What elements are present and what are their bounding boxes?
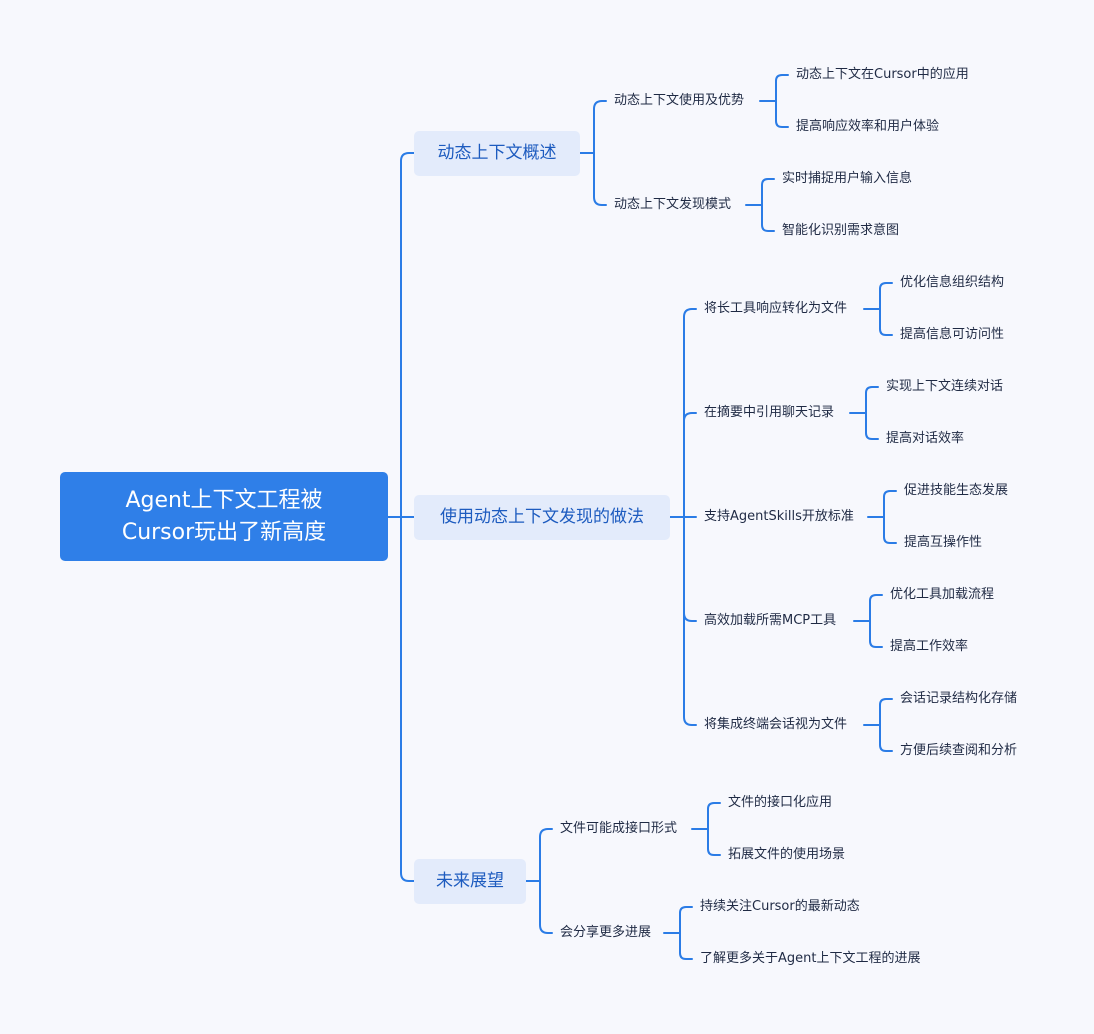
leaf-node[interactable]: 动态上下文在Cursor中的应用 <box>796 67 969 82</box>
root-node[interactable]: Agent上下文工程被 Cursor玩出了新高度 <box>60 472 388 561</box>
sub-node[interactable]: 动态上下文发现模式 <box>614 197 732 212</box>
leaf-node[interactable]: 智能化识别需求意图 <box>782 223 900 238</box>
leaf-node[interactable]: 拓展文件的使用场景 <box>728 847 846 862</box>
leaf-node[interactable]: 优化工具加载流程 <box>890 587 995 602</box>
branch-node-overview[interactable]: 动态上下文概述 <box>414 131 580 176</box>
leaf-node[interactable]: 优化信息组织结构 <box>900 275 1005 290</box>
sub-node[interactable]: 动态上下文使用及优势 <box>614 93 745 108</box>
sub-node[interactable]: 会分享更多进展 <box>560 925 652 940</box>
sub-connector <box>759 74 789 128</box>
leaf-node[interactable]: 提高互操作性 <box>904 535 983 550</box>
sub-connector <box>745 178 775 232</box>
sub-node[interactable]: 将集成终端会话视为文件 <box>704 717 848 732</box>
branch-node-outlook[interactable]: 未来展望 <box>414 859 526 904</box>
sub-node[interactable]: 在摘要中引用聊天记录 <box>704 405 835 420</box>
outlook-connector <box>525 828 553 934</box>
leaf-node[interactable]: 文件的接口化应用 <box>728 795 833 810</box>
sub-connector <box>853 594 883 648</box>
root-title-line-2: Cursor玩出了新高度 <box>121 519 327 545</box>
branch-node-practices[interactable]: 使用动态上下文发现的做法 <box>414 495 670 540</box>
sub-node[interactable]: 文件可能成接口形式 <box>560 821 678 836</box>
overview-connector <box>579 100 607 206</box>
leaf-node[interactable]: 提高信息可访问性 <box>900 327 1005 342</box>
sub-connector <box>691 802 721 856</box>
leaf-node[interactable]: 提高对话效率 <box>886 431 965 446</box>
leaf-node[interactable]: 了解更多关于Agent上下文工程的进展 <box>700 951 921 966</box>
leaf-node[interactable]: 提高工作效率 <box>890 639 969 654</box>
sub-connector <box>867 490 897 544</box>
leaf-node[interactable]: 提高响应效率和用户体验 <box>796 119 940 134</box>
leaf-node[interactable]: 实时捕捉用户输入信息 <box>782 171 913 186</box>
leaf-node[interactable]: 实现上下文连续对话 <box>886 379 1004 394</box>
leaf-node[interactable]: 持续关注Cursor的最新动态 <box>700 899 860 914</box>
sub-connector <box>849 386 879 440</box>
sub-node[interactable]: 将长工具响应转化为文件 <box>704 301 848 316</box>
sub-node[interactable]: 支持AgentSkills开放标准 <box>704 509 854 524</box>
branch-label: 使用动态上下文发现的做法 <box>440 507 644 527</box>
sub-node[interactable]: 高效加载所需MCP工具 <box>704 613 837 628</box>
sub-connector <box>863 282 893 336</box>
root-title-line-1: Agent上下文工程被 <box>125 487 323 513</box>
leaf-node[interactable]: 会话记录结构化存储 <box>900 691 1018 706</box>
leaf-node[interactable]: 促进技能生态发展 <box>904 483 1009 498</box>
root-connector <box>387 152 415 882</box>
branch-label: 动态上下文概述 <box>437 143 557 163</box>
practices-connector <box>669 308 697 726</box>
sub-connector <box>663 906 693 960</box>
sub-connector <box>863 698 893 752</box>
branch-label: 未来展望 <box>436 871 504 891</box>
leaf-node[interactable]: 方便后续查阅和分析 <box>900 743 1018 758</box>
